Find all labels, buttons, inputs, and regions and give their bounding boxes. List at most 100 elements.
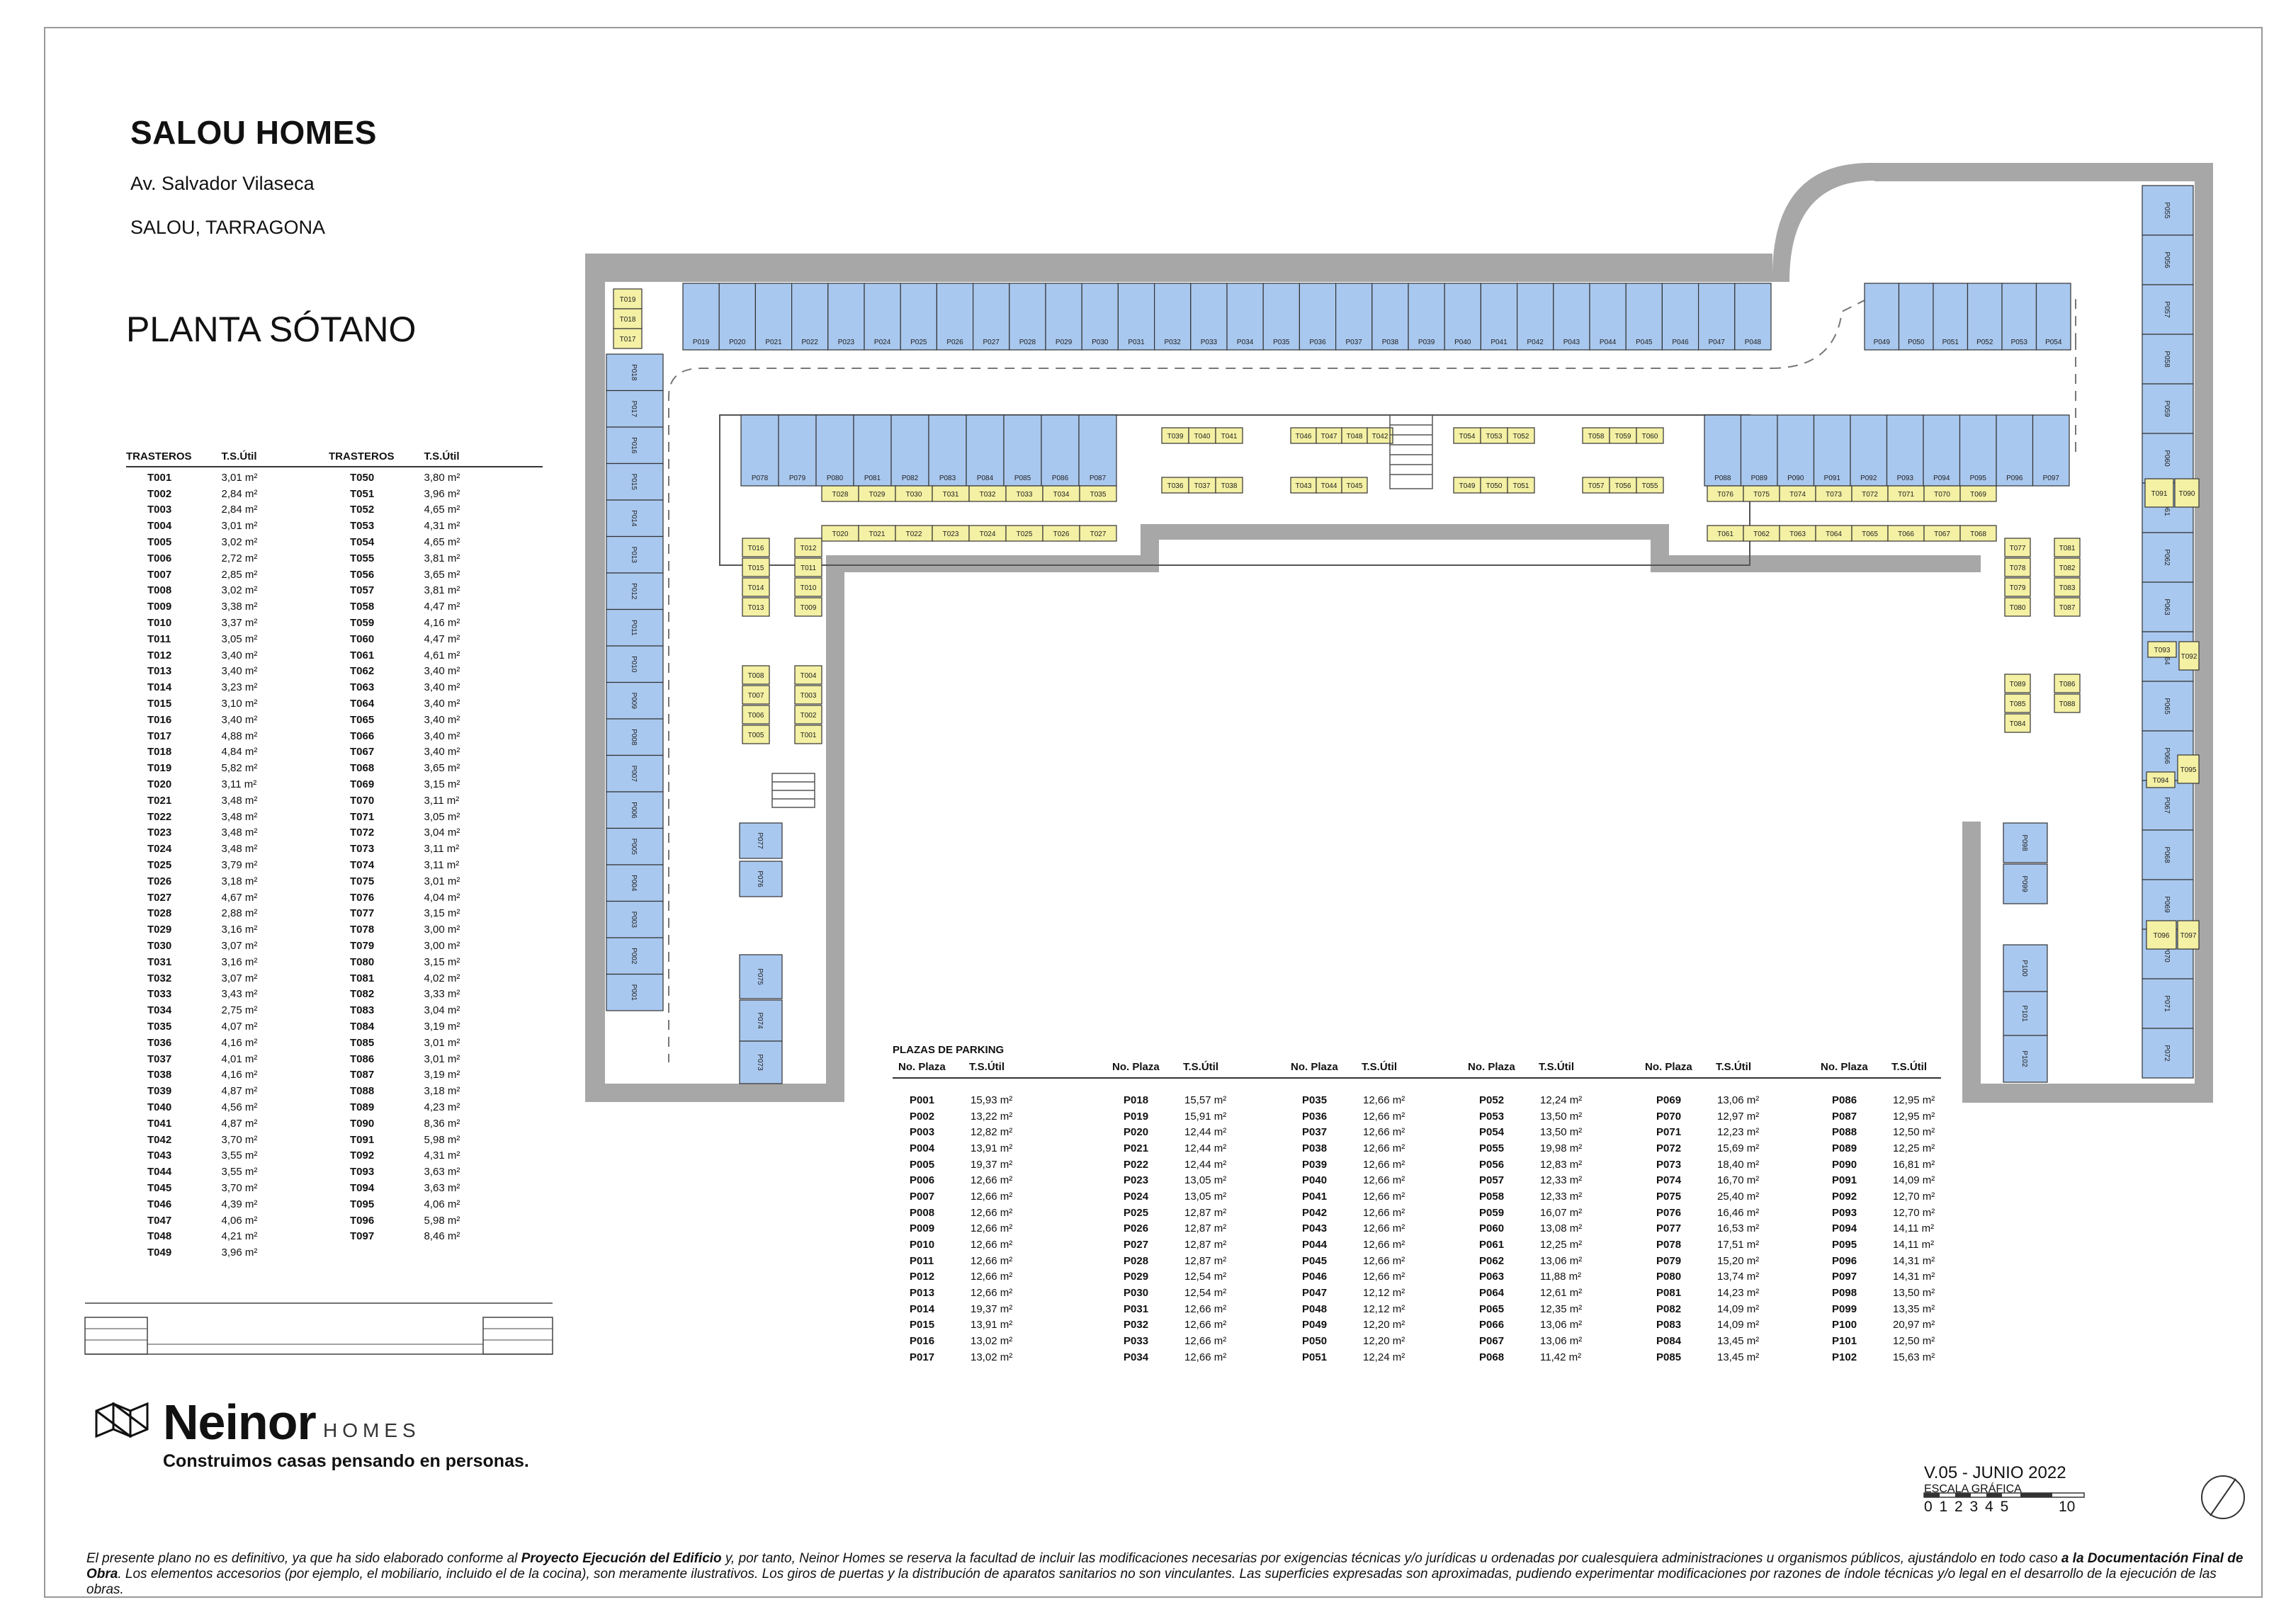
plan-label: P083 [939,475,956,482]
storage-unit-t065: T065 [1851,525,1889,542]
storage-area: 3,01 m² [221,520,258,533]
parking-space-p035: P035 [1262,283,1300,351]
storage-id: T026 [147,875,172,887]
storage-id: T010 [147,617,172,630]
parking-space-p077: P077 [739,822,783,859]
storage-id: T038 [147,1069,172,1081]
plan-label: P074 [756,1012,764,1029]
parking-id: P003 [910,1126,935,1139]
parking-space-p098: P098 [2003,822,2048,863]
storage-area: 3,11 m² [424,859,460,872]
storage-id: T032 [147,972,172,984]
parking-space-p008: P008 [606,718,664,756]
parking-id: P066 [1479,1319,1505,1331]
parking-area: 12,66 m² [971,1254,1013,1267]
plan-label: T053 [1486,433,1503,441]
parking-space-p038: P038 [1371,283,1409,351]
plan-label: T031 [943,491,959,499]
parking-area: 13,50 m² [1540,1110,1583,1123]
storage-unit-t089: T089 [2004,674,2031,693]
storage-id: T062 [350,665,375,678]
plan-label: P078 [752,475,769,482]
plan-label: P024 [874,339,891,346]
storage-id: T008 [147,584,172,597]
parking-area: 12,50 m² [1893,1126,1935,1139]
storage-area: 5,98 m² [424,1214,460,1227]
plan-label: P100 [2020,960,2028,977]
parking-id: P045 [1302,1254,1328,1267]
storage-unit-t029: T029 [858,485,896,502]
parking-col-header: T.S.Útil [1891,1061,1928,1073]
parking-area: 12,66 m² [1363,1254,1405,1267]
storage-area: 3,00 m² [424,924,460,936]
plan-label: P070 [2163,946,2171,963]
plan-label: T050 [1486,482,1503,490]
parking-id: P002 [910,1110,935,1123]
storage-unit-t025: T025 [1005,525,1043,542]
storage-area: 3,96 m² [221,1247,258,1259]
storage-area: 4,31 m² [424,1149,460,1162]
parking-area: 13,08 m² [1540,1222,1583,1235]
parking-space-p002: P002 [606,937,664,975]
storage-area: 4,06 m² [221,1214,258,1227]
parking-area: 12,12 m² [1363,1302,1405,1315]
storage-unit-t047: T047 [1316,427,1342,444]
storage-area: 4,16 m² [221,1036,258,1049]
storage-id: T079 [350,940,375,952]
storage-area: 3,19 m² [424,1069,460,1081]
parking-area: 13,91 m² [971,1319,1013,1331]
storage-area: 3,96 m² [424,487,460,500]
parking-area: 12,66 m² [1363,1239,1405,1251]
parking-area: 19,37 m² [971,1158,1013,1171]
storage-id: T014 [147,681,172,694]
storage-unit-t094: T094 [2146,771,2176,788]
parking-area: 14,31 m² [1893,1271,1935,1283]
parking-id: P020 [1124,1126,1149,1139]
storage-unit-t080: T080 [2004,597,2031,617]
storage-area: 3,23 m² [221,681,258,694]
plan-label: T068 [1970,530,1986,538]
parking-id: P099 [1832,1302,1857,1315]
storage-id: T085 [350,1036,375,1049]
plan-label: P089 [1751,475,1768,482]
storage-unit-t096: T096 [2146,920,2177,950]
storage-id: T082 [350,988,375,1001]
storage-area: 3,11 m² [221,778,257,791]
plan-label: P092 [1860,475,1877,482]
storage-id: T095 [350,1198,375,1210]
parking-col-header: No. Plaza [1821,1061,1868,1073]
parking-id: P086 [1832,1094,1857,1106]
parking-space-p053: P053 [2001,283,2037,351]
scale-end-number: 10 [2059,1499,2076,1515]
plan-label: T054 [1459,433,1476,441]
parking-space-p083: P083 [928,414,967,487]
storage-unit-t033: T033 [1005,485,1043,502]
parking-space-p055: P055 [2142,185,2194,236]
plan-label: T090 [2179,490,2195,498]
parking-space-p025: P025 [900,283,937,351]
storage-id: T033 [147,988,172,1001]
plan-label: P025 [910,339,927,346]
plan-label: T072 [1862,491,1878,499]
storage-id: T055 [350,552,375,564]
plan-label: P043 [1563,339,1580,346]
parking-space-p080: P080 [815,414,854,487]
storage-area: 5,82 m² [221,762,258,775]
storage-unit-t004: T004 [794,665,822,685]
plan-label: T012 [801,545,817,552]
plan-label: T026 [1053,530,1070,538]
